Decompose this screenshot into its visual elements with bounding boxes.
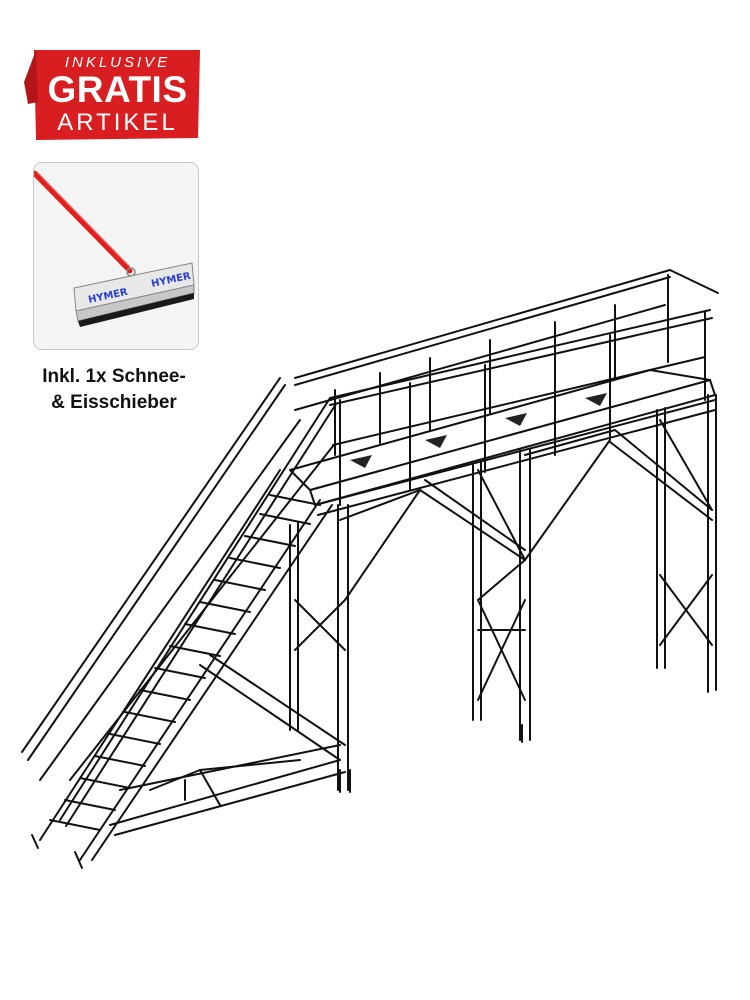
badge-line-artikel: ARTIKEL: [57, 109, 178, 136]
snow-shovel-icon: HYMER HYMER: [34, 163, 198, 349]
promo-badge-text: INKLUSIVE GRATIS ARTIKEL: [35, 50, 200, 142]
free-item-card[interactable]: HYMER HYMER: [33, 162, 199, 350]
badge-line-gratis: GRATIS: [47, 69, 188, 110]
caption-line-1: Inkl. 1x Schnee-: [42, 366, 186, 387]
caption-line-2: & Eisschieber: [51, 392, 177, 413]
free-item-caption: Inkl. 1x Schnee- & Eisschieber: [14, 364, 214, 416]
badge-line-inklusive: INKLUSIVE: [64, 54, 171, 71]
promo-badge: [24, 50, 200, 140]
